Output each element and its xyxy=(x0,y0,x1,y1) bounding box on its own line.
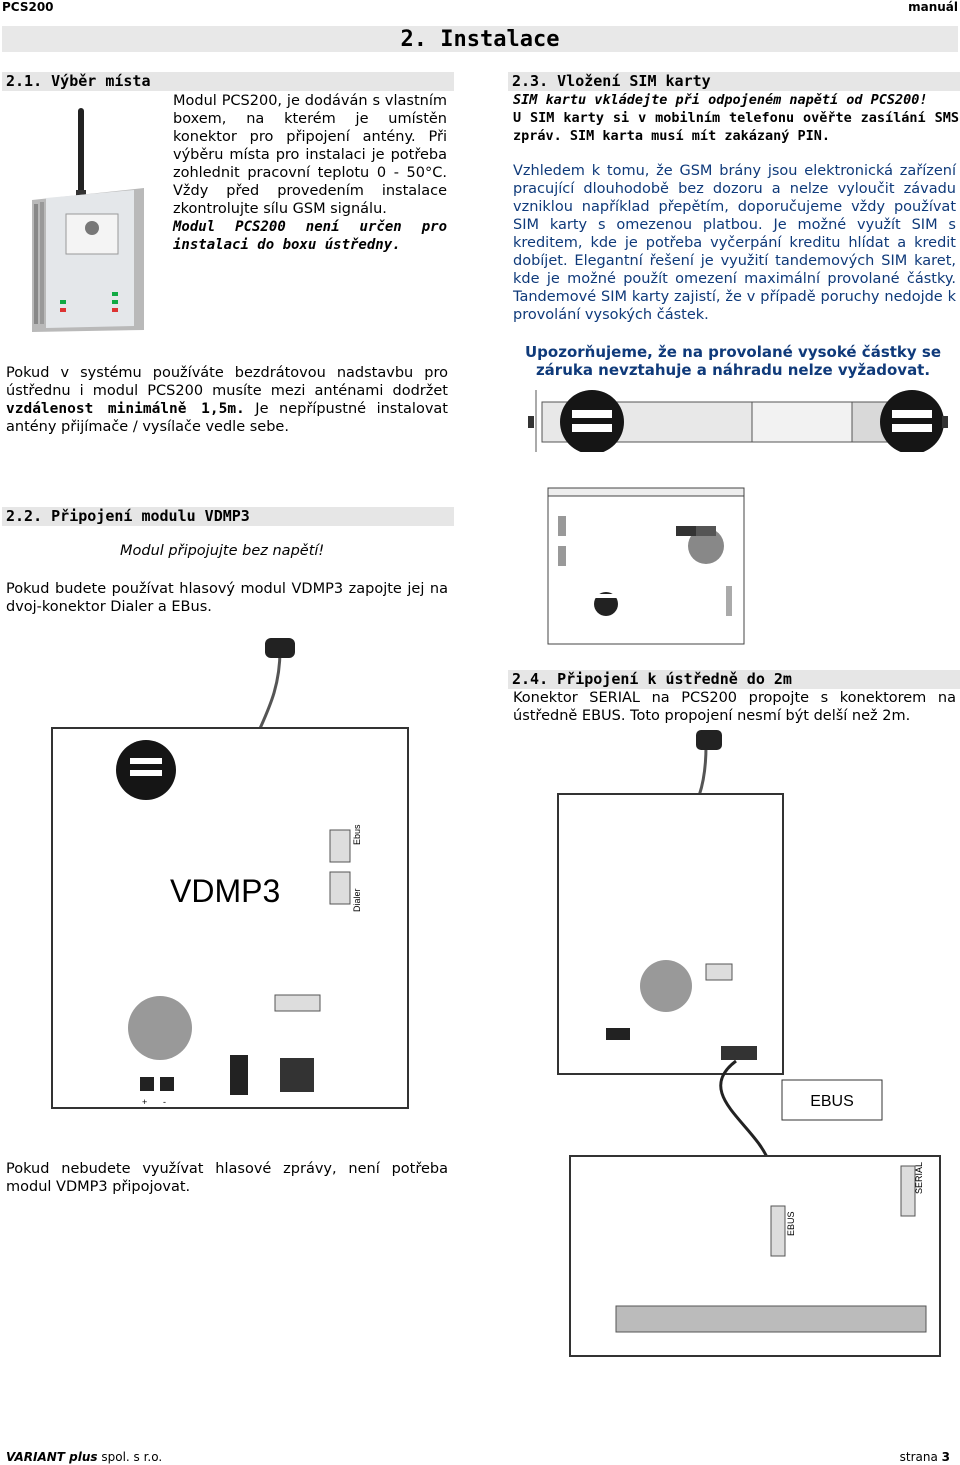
section-2-2-title: 2.2. Připojení modulu VDMP3 xyxy=(2,507,454,526)
antenna-text-a: Pokud v systému používáte bezdrátovou na… xyxy=(6,365,448,399)
ebus-wiring-diagram: EBUS EBUS SERIAL xyxy=(557,730,941,1357)
vdmp3-optional-text: Pokud nebudete využívat hlasové zprávy, … xyxy=(6,1161,448,1195)
section-2-1-title: 2.1. Výběr místa xyxy=(2,72,454,91)
vdmp3-connect-text: Pokud budete používat hlasový modul VDMP… xyxy=(6,581,448,615)
vdmp3-board-label: VDMP3 xyxy=(170,873,280,909)
sim-recommendation-text: Vzhledem k tomu, že GSM brány jsou elekt… xyxy=(513,163,956,323)
sim-instructions: SIM kartu vkládejte při odpojeném napětí… xyxy=(513,91,959,145)
ebus-box-label: EBUS xyxy=(810,1093,854,1110)
antenna-distance-text: Pokud v systému používáte bezdrátovou na… xyxy=(6,364,448,436)
footer-company-rest: spol. s r.o. xyxy=(97,1450,163,1464)
sim-power-off-note: SIM kartu vkládejte při odpojeném napětí… xyxy=(513,92,928,108)
dialer-connector-label: Dialer xyxy=(352,888,362,912)
section-2-4-title: 2.4. Připojení k ústředně do 2m xyxy=(508,670,960,689)
vdmp3-board-diagram: Ebus Dialer VDMP3 + - xyxy=(51,638,409,1109)
footer-page: strana 3 xyxy=(900,1450,950,1464)
vdmp3-power-note: Modul připojujte bez napětí! xyxy=(120,543,325,559)
footer-company: VARIANT plus spol. s r.o. xyxy=(6,1450,162,1464)
antenna-text-c: Je nepřípustné instalovat antény přijíma… xyxy=(6,401,448,435)
vdmp3-plus-label: + xyxy=(142,1097,147,1107)
footer-page-number: 3 xyxy=(941,1450,950,1464)
section-2-1-text: Modul PCS200, je dodáván s vlastním boxe… xyxy=(173,92,447,254)
placement-warning: Modul PCS200 není určen pro instalaci do… xyxy=(173,219,447,253)
header-product: PCS200 xyxy=(2,0,54,14)
ebus-terminal-label: EBUS xyxy=(786,1211,796,1236)
footer-company-name: VARIANT plus xyxy=(6,1450,98,1464)
serial-terminal-label: SERIAL xyxy=(914,1162,924,1194)
section-2-3-title: 2.3. Vložení SIM karty xyxy=(508,72,960,91)
sim-pin-note: U SIM karty si v mobilním telefonu ověřt… xyxy=(513,110,959,144)
ebus-connector-label: Ebus xyxy=(352,824,362,845)
serial-connection-text: Konektor SERIAL na PCS200 propojte s kon… xyxy=(513,690,956,724)
sim-insertion-figure xyxy=(528,390,948,452)
pcs200-device-photo xyxy=(32,108,144,332)
page-footer: VARIANT plus spol. s r.o. strana 3 xyxy=(6,1450,950,1464)
page-header: PCS200 manuál xyxy=(2,0,958,14)
vdmp3-minus-label: - xyxy=(163,1097,166,1107)
credit-warning: Upozorňujeme, že na provolané vysoké čás… xyxy=(524,343,941,379)
footer-page-label: strana xyxy=(899,1450,942,1464)
chapter-title: 2. Instalace xyxy=(2,26,958,52)
placement-text: Modul PCS200, je dodáván s vlastním boxe… xyxy=(173,93,447,217)
header-manual: manuál xyxy=(908,0,958,14)
antenna-distance-bold: vzdálenost minimálně 1,5m. xyxy=(6,401,245,417)
pcs200-board-small xyxy=(547,487,745,645)
